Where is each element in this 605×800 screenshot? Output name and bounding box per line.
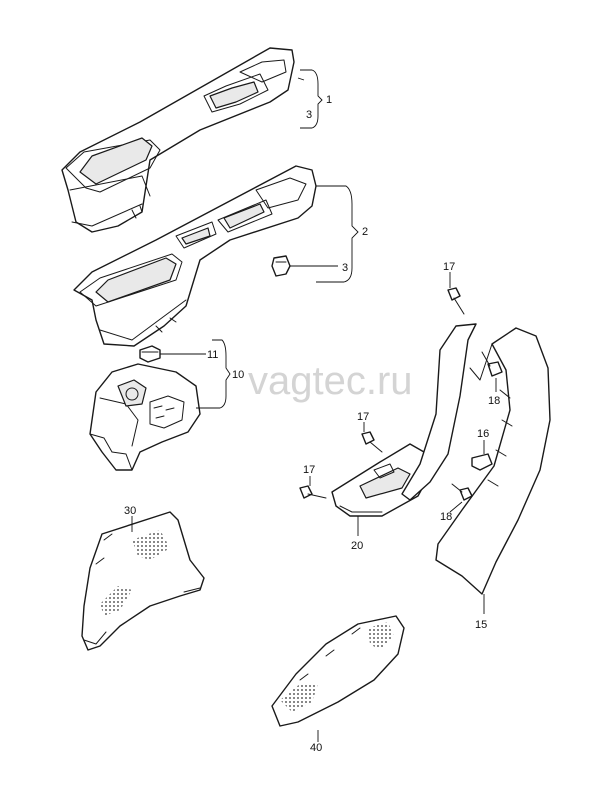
callout-3-lower: 3 — [342, 262, 348, 274]
callout-17-upper: 17 — [443, 261, 455, 273]
part-1-armrest-trim-upper[interactable] — [61, 47, 295, 233]
part-17-screw-upper[interactable] — [447, 287, 465, 315]
callout-17-middle: 17 — [357, 411, 369, 423]
callout-2: 2 — [362, 226, 368, 238]
watermark-text: vagtec.ru — [248, 359, 413, 403]
part-17-screw-middle[interactable] — [361, 431, 383, 453]
callout-18-upper: 18 — [488, 395, 500, 407]
callout-11: 11 — [207, 349, 218, 361]
part-18-screw-upper[interactable] — [481, 351, 503, 377]
callout-17-lower: 17 — [303, 464, 315, 476]
callout-10: 10 — [232, 369, 244, 381]
callout-40: 40 — [310, 742, 322, 754]
part-18-screw-lower[interactable] — [451, 483, 473, 501]
callout-20: 20 — [351, 540, 363, 552]
callout-1: 1 — [326, 94, 332, 106]
part-40-speaker-trim[interactable] — [271, 615, 405, 727]
callout-30: 30 — [124, 505, 136, 517]
part-15-door-trim-strip[interactable] — [401, 323, 551, 595]
callout-15: 15 — [475, 619, 487, 631]
part-10-switch-unit[interactable] — [89, 363, 201, 471]
leader-lines — [131, 69, 497, 742]
part-17-screw-lower[interactable] — [299, 485, 327, 499]
callout-labels: 1 3 2 3 11 10 30 40 20 15 16 17 17 17 18… — [124, 94, 500, 754]
part-16-clip[interactable] — [471, 453, 493, 471]
callout-3-upper: 3 — [306, 109, 312, 121]
part-2-armrest-trim-lower[interactable] — [73, 165, 317, 347]
callout-16: 16 — [477, 428, 489, 440]
callout-18-lower: 18 — [440, 511, 452, 523]
part-3-clip[interactable] — [271, 255, 291, 277]
part-11-switch-small[interactable] — [139, 345, 161, 363]
part-30-trim-panel[interactable] — [81, 511, 205, 651]
